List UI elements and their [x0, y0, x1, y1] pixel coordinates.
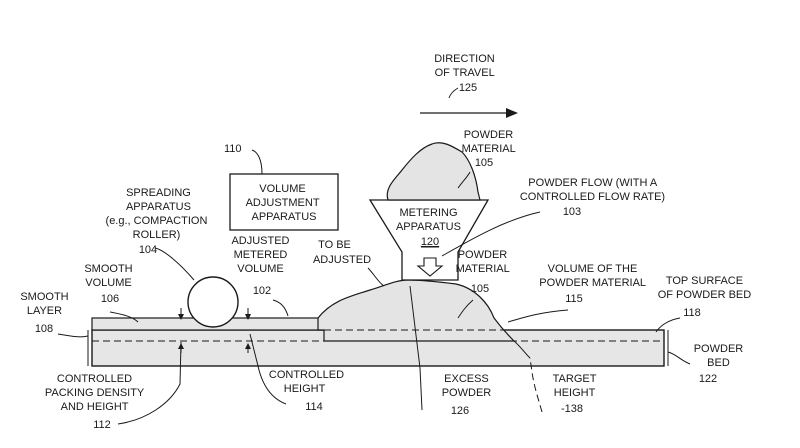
label-to-be-adjusted: TO BE ADJUSTED: [313, 239, 371, 266]
label-powder-flow: POWDER FLOW (WITH A CONTROLLED FLOW RATE…: [520, 177, 668, 218]
label-smooth-volume: SMOOTH VOLUME 106: [84, 263, 135, 305]
label-controlled-height: CONTROLLED HEIGHT 114: [269, 369, 347, 413]
leader-125: [449, 88, 458, 98]
label-adjusted-metered: ADJUSTED METERED VOLUME 102: [231, 235, 292, 297]
label-powder-bed: POWDER BED 122: [694, 343, 747, 385]
label-excess-powder: EXCESS POWDER 126: [442, 373, 495, 417]
label-packing-density: CONTROLLED PACKING DENSITY AND HEIGHT 11…: [45, 373, 147, 431]
label-110: 110: [224, 143, 242, 155]
label-volume-of-powder: VOLUME OF THE POWDER MATERIAL 115: [539, 263, 648, 305]
direction-arrow: [420, 108, 518, 118]
label-direction: DIRECTION OF TRAVEL 125: [434, 53, 498, 94]
label-target-height: TARGET HEIGHT -138: [553, 373, 600, 415]
label-smooth-layer: SMOOTH LAYER 108: [20, 291, 71, 335]
compaction-roller: [188, 277, 238, 327]
label-spreading: SPREADING APPARATUS (e.g., COMPACTION RO…: [106, 187, 211, 256]
label-top-surface: TOP SURFACE OF POWDER BED 118: [658, 275, 755, 319]
